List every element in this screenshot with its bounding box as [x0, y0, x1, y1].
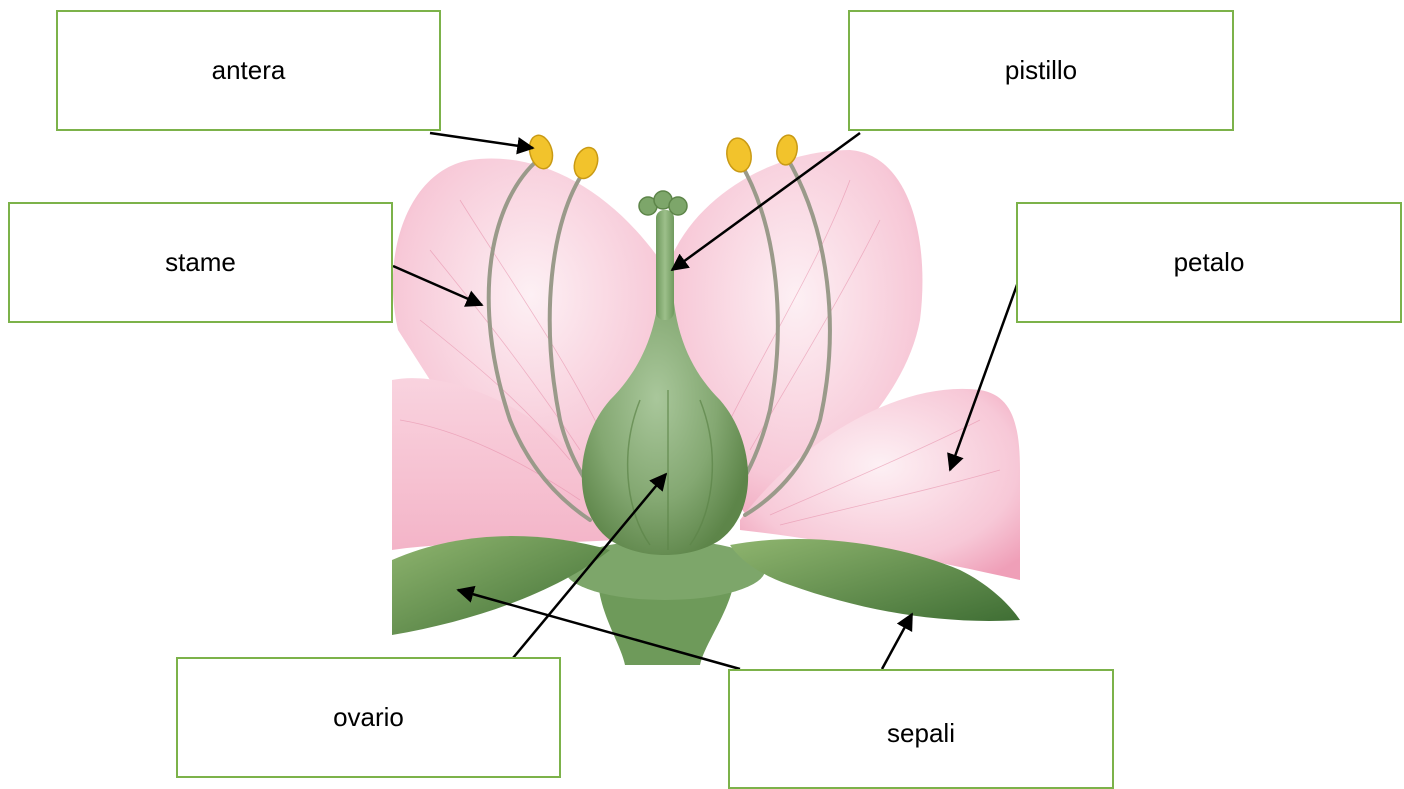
label-box-pistillo: pistillo — [848, 10, 1234, 131]
label-stame: stame — [165, 247, 236, 278]
label-box-sepali: sepali — [728, 669, 1114, 789]
label-ovario: ovario — [333, 702, 404, 733]
sepal-left — [392, 536, 610, 635]
label-box-ovario: ovario — [176, 657, 561, 778]
flower-illustration — [392, 133, 1020, 665]
label-box-petalo: petalo — [1016, 202, 1402, 323]
label-box-antera: antera — [56, 10, 441, 131]
label-pistillo: pistillo — [1005, 55, 1077, 86]
label-antera: antera — [212, 55, 286, 86]
anther-2 — [570, 144, 602, 182]
arrow-antera — [430, 133, 533, 148]
anther-3 — [724, 136, 754, 174]
label-petalo: petalo — [1174, 247, 1245, 278]
style — [656, 210, 674, 320]
label-box-stame: stame — [8, 202, 393, 323]
stigma-right — [669, 197, 687, 215]
arrow-sepali-right — [882, 614, 912, 669]
label-sepali: sepali — [887, 718, 955, 749]
